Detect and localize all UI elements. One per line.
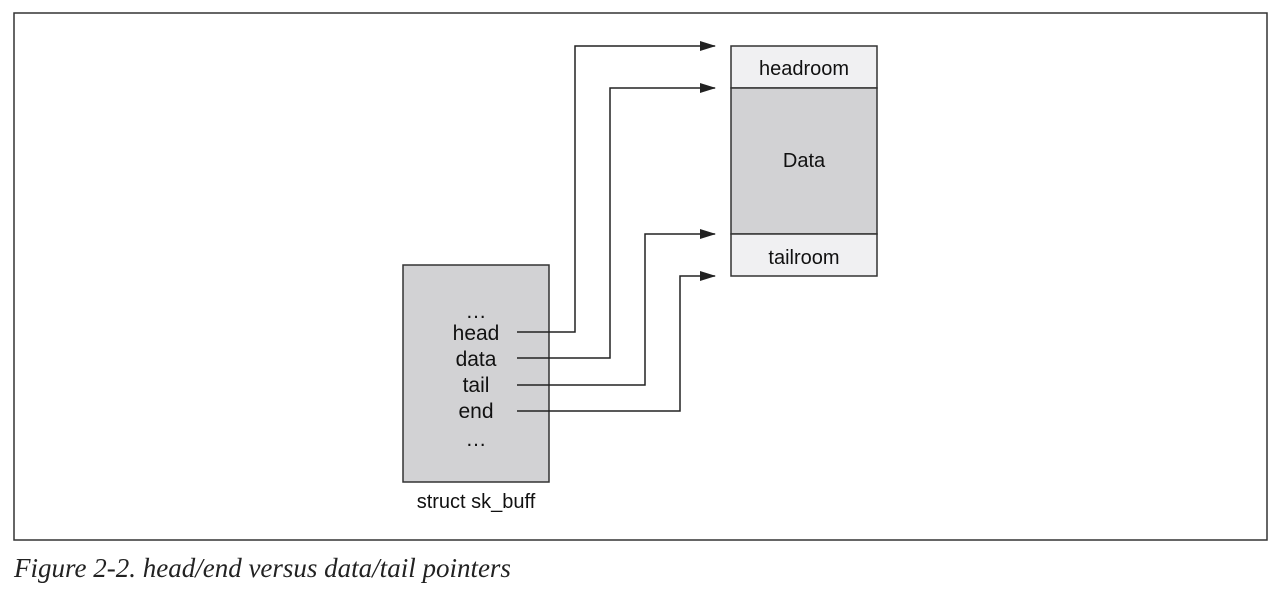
end-pointer-arrow — [517, 271, 716, 412]
tail-pointer-arrow — [517, 229, 716, 386]
tailroom-segment — [730, 233, 878, 277]
struct-field-data: data — [456, 348, 497, 371]
data-label: Data — [783, 150, 826, 172]
struct-field-ellipsis-top: … — [466, 300, 487, 323]
figure-border — [13, 12, 1268, 541]
headroom-segment — [730, 45, 878, 89]
headroom-label: headroom — [759, 58, 849, 80]
data-segment — [730, 87, 878, 235]
data-pointer-arrow — [517, 83, 716, 359]
head-pointer-arrow — [517, 41, 716, 333]
figure-caption: Figure 2-2. head/end versus data/tail po… — [14, 553, 511, 583]
struct-field-ellipsis-bottom: … — [466, 428, 487, 451]
struct-field-tail: tail — [463, 374, 490, 397]
struct-box — [402, 264, 550, 483]
struct-field-head: head — [453, 322, 500, 345]
tailroom-label: tailroom — [768, 247, 839, 269]
struct-label: struct sk_buff — [417, 491, 536, 513]
struct-field-end: end — [458, 400, 493, 423]
